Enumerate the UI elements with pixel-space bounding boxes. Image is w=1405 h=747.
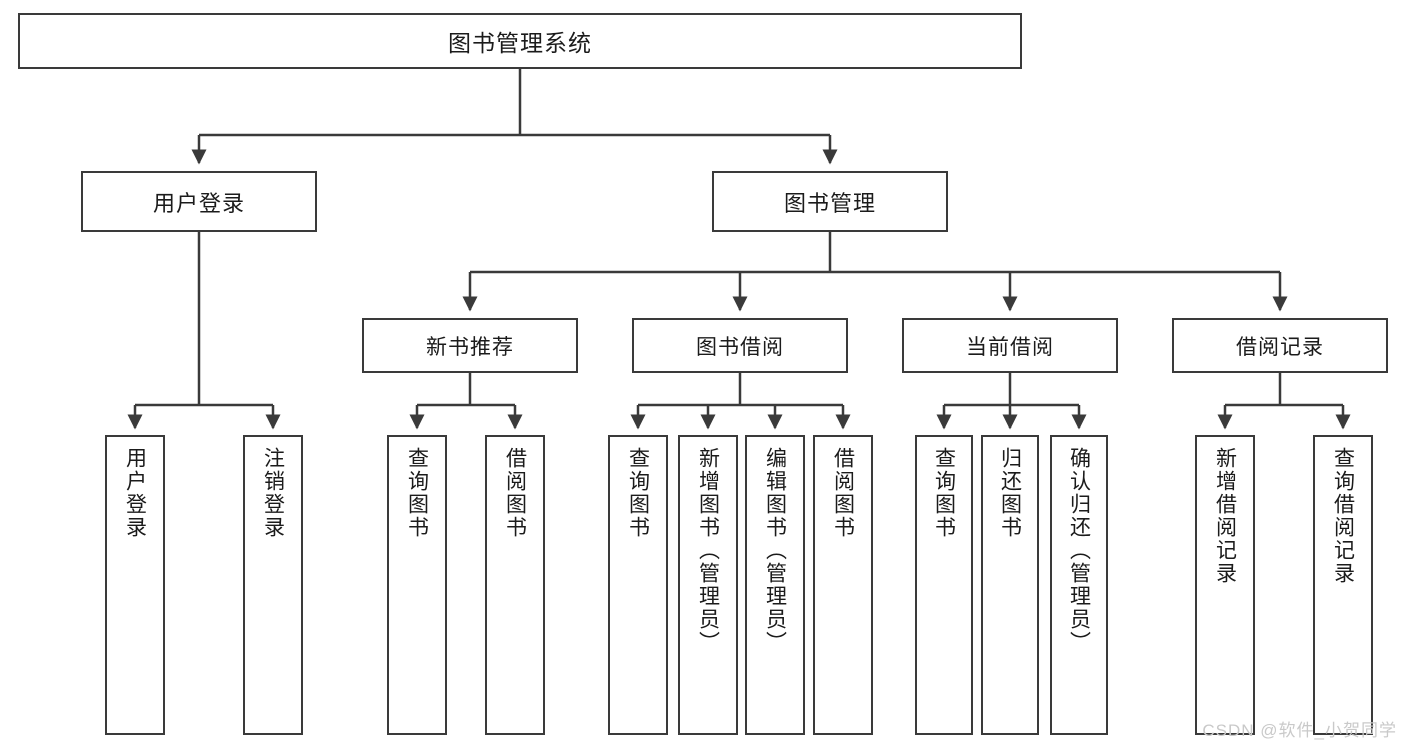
- node-book-borrow[interactable]: 图书借阅: [632, 318, 848, 373]
- leaf-add-book-admin[interactable]: 新增图书（管理员）: [678, 435, 738, 735]
- leaf-label: 新增图书（管理员）: [696, 447, 720, 654]
- leaf-label: 新增借阅记录: [1213, 447, 1237, 585]
- leaf-label: 查询借阅记录: [1331, 447, 1355, 585]
- node-new-book-recommend-label: 新书推荐: [426, 335, 514, 359]
- leaf-label: 查询图书: [405, 447, 429, 539]
- leaf-label: 归还图书: [998, 447, 1022, 539]
- leaf-label: 编辑图书（管理员）: [763, 447, 787, 654]
- leaf-query-book[interactable]: 查询图书: [608, 435, 668, 735]
- node-current-borrow[interactable]: 当前借阅: [902, 318, 1118, 373]
- leaf-label: 确认归还（管理员）: [1067, 447, 1091, 654]
- leaf-label: 借阅图书: [503, 447, 527, 539]
- node-user-login[interactable]: 用户登录: [81, 171, 317, 232]
- node-root-label: 图书管理系统: [448, 30, 592, 56]
- node-current-borrow-label: 当前借阅: [966, 335, 1054, 359]
- node-user-login-label: 用户登录: [152, 190, 245, 216]
- node-book-management-label: 图书管理: [783, 190, 876, 216]
- leaf-add-borrow-record[interactable]: 新增借阅记录: [1195, 435, 1255, 735]
- watermark: CSDN @软件_小贺同学: [1202, 721, 1397, 740]
- leaf-query-borrow-record[interactable]: 查询借阅记录: [1313, 435, 1373, 735]
- leaf-confirm-return-admin[interactable]: 确认归还（管理员）: [1050, 435, 1108, 735]
- node-book-management[interactable]: 图书管理: [712, 171, 948, 232]
- leaf-label: 查询图书: [932, 447, 956, 539]
- node-borrow-record[interactable]: 借阅记录: [1172, 318, 1388, 373]
- node-borrow-record-label: 借阅记录: [1236, 335, 1324, 359]
- leaf-user-login[interactable]: 用户登录: [105, 435, 165, 735]
- node-root[interactable]: 图书管理系统: [18, 13, 1022, 69]
- node-book-borrow-label: 图书借阅: [696, 335, 784, 359]
- leaf-logout[interactable]: 注销登录: [243, 435, 303, 735]
- leaf-borrow-book-recommend[interactable]: 借阅图书: [485, 435, 545, 735]
- leaf-borrow-book[interactable]: 借阅图书: [813, 435, 873, 735]
- node-new-book-recommend[interactable]: 新书推荐: [362, 318, 578, 373]
- leaf-return-book[interactable]: 归还图书: [981, 435, 1039, 735]
- leaf-query-book-recommend[interactable]: 查询图书: [387, 435, 447, 735]
- leaf-label: 查询图书: [626, 447, 650, 539]
- leaf-query-book-current[interactable]: 查询图书: [915, 435, 973, 735]
- leaf-label: 用户登录: [123, 447, 147, 539]
- leaf-label: 借阅图书: [831, 447, 855, 539]
- leaf-edit-book-admin[interactable]: 编辑图书（管理员）: [745, 435, 805, 735]
- leaf-label: 注销登录: [261, 447, 285, 539]
